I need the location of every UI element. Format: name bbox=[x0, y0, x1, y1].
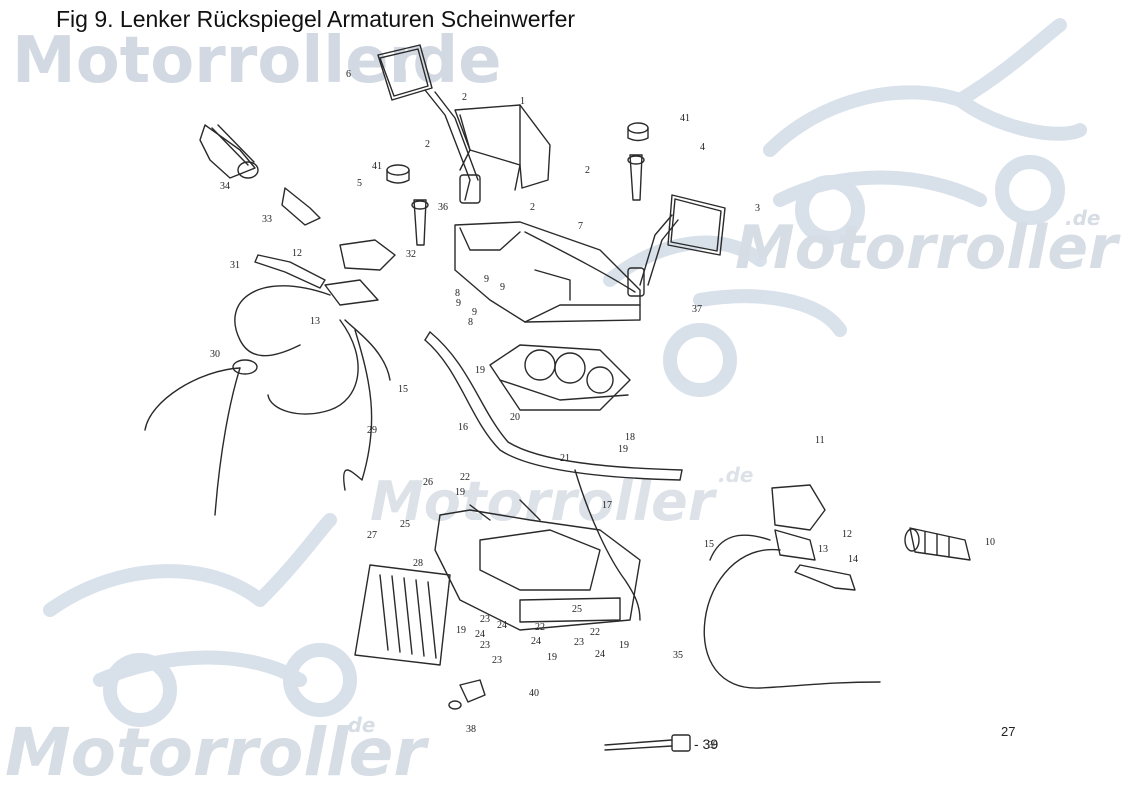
part-label-39: 39 bbox=[708, 740, 718, 751]
part-label-9: 9 bbox=[500, 282, 505, 293]
part-label-19: 19 bbox=[619, 640, 629, 651]
watermark-suffix-bottom: .de bbox=[340, 713, 375, 737]
part-label-41: 41 bbox=[372, 161, 382, 172]
part-label-22: 22 bbox=[460, 472, 470, 483]
part-label-11: 11 bbox=[815, 435, 825, 446]
part-label-25: 25 bbox=[400, 519, 410, 530]
part-label-23: 23 bbox=[480, 640, 490, 651]
part-label-4: 4 bbox=[700, 142, 705, 153]
page-title: Fig 9. Lenker Rückspiegel Armaturen Sche… bbox=[56, 6, 576, 32]
part-label-19: 19 bbox=[618, 444, 628, 455]
part-label-13: 13 bbox=[310, 316, 320, 327]
part-label-41: 41 bbox=[680, 113, 690, 124]
legend-39-label: - 39 bbox=[694, 736, 718, 752]
part-label-9: 9 bbox=[472, 307, 477, 318]
part-label-25: 25 bbox=[572, 604, 582, 615]
part-label-23: 23 bbox=[574, 637, 584, 648]
part-label-9: 9 bbox=[456, 298, 461, 309]
part-label-15: 15 bbox=[704, 539, 714, 550]
cable-right-part bbox=[703, 534, 881, 689]
mirror-right-part bbox=[627, 194, 726, 297]
part-label-15: 15 bbox=[398, 384, 408, 395]
part-label-28: 28 bbox=[413, 558, 423, 569]
part-label-9: 9 bbox=[484, 274, 489, 285]
part-label-34: 34 bbox=[220, 181, 230, 192]
part-label-38: 38 bbox=[466, 724, 476, 735]
scooter-watermark-icon bbox=[43, 18, 1087, 727]
part-label-29: 29 bbox=[367, 425, 377, 436]
part-label-30: 30 bbox=[210, 349, 220, 360]
part-label-13: 13 bbox=[818, 544, 828, 555]
part-label-24: 24 bbox=[531, 636, 541, 647]
part-label-19: 19 bbox=[456, 625, 466, 636]
part-label-27: 27 bbox=[367, 530, 377, 541]
part-label-3: 3 bbox=[755, 203, 760, 214]
part-label-24: 24 bbox=[475, 629, 485, 640]
part-label-8: 8 bbox=[455, 288, 460, 299]
part-label-22: 22 bbox=[590, 627, 600, 638]
watermark-text-right: Motorroller bbox=[735, 213, 1121, 283]
watermark-suffix-center: .de bbox=[718, 463, 753, 487]
part-label-12: 12 bbox=[842, 529, 852, 540]
part-label-8: 8 bbox=[468, 317, 473, 328]
speedometer-part bbox=[489, 344, 631, 411]
watermark-suffix-top: .de bbox=[388, 24, 502, 98]
part-label-22: 22 bbox=[535, 622, 545, 633]
part-label-20: 20 bbox=[510, 412, 520, 423]
part-label-24: 24 bbox=[497, 620, 507, 631]
part-label-12: 12 bbox=[292, 248, 302, 259]
part-label-17: 17 bbox=[602, 500, 612, 511]
handlebar-cover-front-part bbox=[454, 104, 551, 191]
part-label-10: 10 bbox=[985, 537, 995, 548]
part-label-35: 35 bbox=[673, 650, 683, 661]
part-label-23: 23 bbox=[480, 614, 490, 625]
cable-center-part bbox=[574, 469, 641, 621]
part-label-2: 2 bbox=[530, 202, 535, 213]
switch-right-part bbox=[771, 484, 856, 591]
part-label-19: 19 bbox=[475, 365, 485, 376]
part-label-36: 36 bbox=[438, 202, 448, 213]
part-label-23: 23 bbox=[492, 655, 502, 666]
part-label-40: 40 bbox=[529, 688, 539, 699]
part-label-1: 1 bbox=[520, 96, 525, 107]
watermark-text-top: Motorroller bbox=[12, 24, 421, 98]
headlight-lens-part bbox=[354, 564, 451, 666]
part-label-7: 7 bbox=[578, 221, 583, 232]
part-label-2: 2 bbox=[425, 139, 430, 150]
grip-left-part bbox=[199, 124, 321, 226]
part-label-2: 2 bbox=[462, 92, 467, 103]
part-label-24: 24 bbox=[595, 649, 605, 660]
page-number: 27 bbox=[1001, 724, 1016, 739]
part-label-14: 14 bbox=[848, 554, 858, 565]
part-label-16: 16 bbox=[458, 422, 468, 433]
part-label-33: 33 bbox=[262, 214, 272, 225]
part-label-31: 31 bbox=[230, 260, 240, 271]
watermark-suffix-right: .de bbox=[1065, 206, 1100, 230]
part-label-32: 32 bbox=[406, 249, 416, 260]
part-label-37: 37 bbox=[692, 304, 702, 315]
cable-left-part bbox=[144, 285, 391, 516]
handlebar-housing-part bbox=[454, 221, 641, 323]
grip-right-part bbox=[904, 527, 971, 561]
handlebar-tube-part bbox=[424, 331, 683, 481]
mirror-left-part bbox=[377, 44, 481, 204]
part-label-19: 19 bbox=[547, 652, 557, 663]
part-label-2: 2 bbox=[585, 165, 590, 176]
part-label-26: 26 bbox=[423, 477, 433, 488]
part-label-18: 18 bbox=[625, 432, 635, 443]
grip-screw-part bbox=[411, 154, 645, 246]
cap-41-part bbox=[386, 122, 649, 184]
lever-left-part bbox=[254, 239, 396, 306]
part-label-21: 21 bbox=[560, 453, 570, 464]
part-label-6: 6 bbox=[346, 69, 351, 80]
part-label-5: 5 bbox=[357, 178, 362, 189]
part-label-19: 19 bbox=[455, 487, 465, 498]
watermark-text-bottom: Motorroller bbox=[5, 714, 429, 791]
bulb-part bbox=[448, 679, 691, 752]
